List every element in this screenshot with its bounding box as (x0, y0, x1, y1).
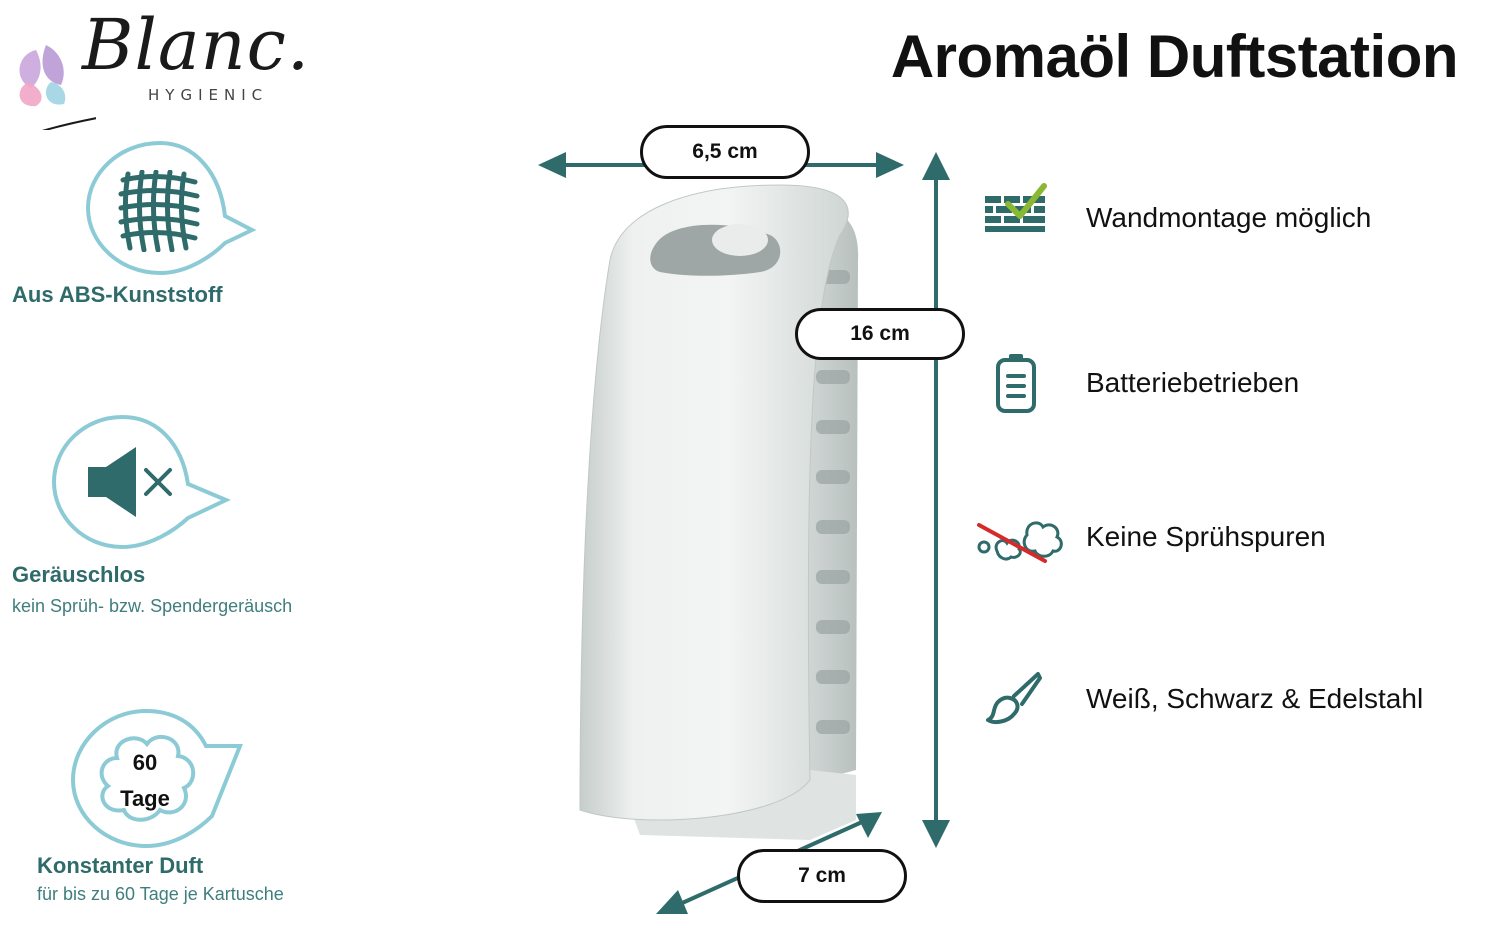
speaker-mute-icon (88, 447, 172, 517)
feature-duration-title: Konstanter Duft (37, 853, 204, 878)
cloud-60-days-icon (99, 734, 195, 822)
feature-silent-subtitle: kein Sprüh- bzw. Spendergeräusch (12, 596, 293, 616)
feature-abs-title: Aus ABS-Kunststoff (12, 282, 223, 307)
logo-petals-icon (19, 45, 96, 130)
feature-no-spray-label: Keine Sprühspuren (1086, 521, 1326, 552)
duration-badge-unit: Tage (120, 786, 170, 811)
feature-colors-label: Weiß, Schwarz & Edelstahl (1086, 683, 1424, 714)
mesh-net-icon (118, 170, 200, 252)
page-title: Aromaöl Duftstation (890, 23, 1459, 90)
battery-icon (996, 354, 1036, 413)
brand-tagline: HYGIENIC (148, 86, 269, 104)
feature-battery-label: Batteriebetrieben (1086, 367, 1300, 398)
feature-duration-subtitle: für bis zu 60 Tage je Kartusche (37, 884, 284, 904)
width-label: 6,5 cm (640, 125, 810, 179)
no-spray-cloud-icon (977, 521, 1063, 563)
paintbrush-icon (986, 672, 1042, 724)
duration-badge-number: 60 (132, 750, 158, 775)
brand-name: Blanc. (82, 4, 311, 86)
feature-silent-title: Geräuschlos (12, 562, 146, 587)
depth-label: 7 cm (737, 849, 907, 903)
feature-wall-mount-label: Wandmontage möglich (1086, 202, 1372, 233)
drop-badge-silent (51, 414, 231, 550)
height-label: 16 cm (795, 308, 965, 360)
wall-check-icon (985, 183, 1047, 232)
